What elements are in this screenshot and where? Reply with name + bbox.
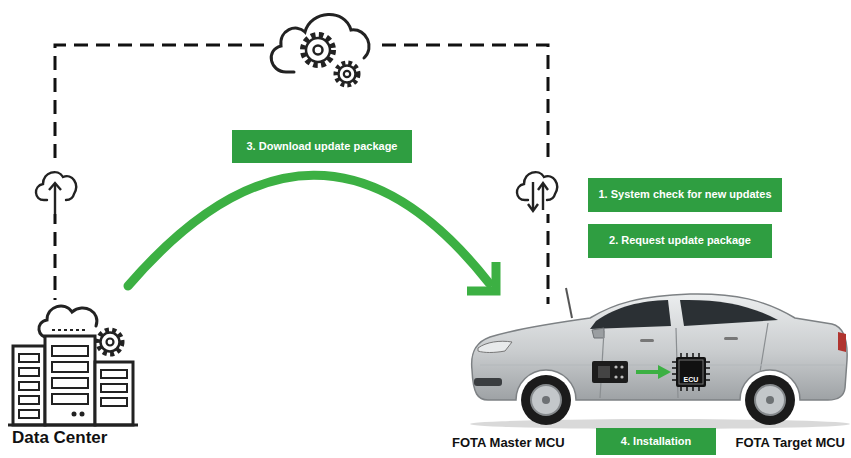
master-mcu-board-part bbox=[620, 375, 623, 378]
step-text: 1. System check for new updates bbox=[598, 188, 771, 201]
data-center-icon-part bbox=[101, 333, 120, 352]
car-illustration-part bbox=[838, 332, 846, 352]
site-label-box: Data Center bbox=[12, 428, 107, 448]
part-label-box: FOTA Target MCU bbox=[735, 433, 845, 451]
transfer-arrow-part bbox=[636, 370, 660, 374]
car-illustration-part bbox=[724, 337, 738, 340]
data-center-icon-part bbox=[19, 368, 39, 376]
data-center-icon-part bbox=[19, 410, 39, 418]
data-center-icon-part bbox=[19, 396, 39, 404]
cloud-sync-icon-part bbox=[538, 183, 548, 190]
cloud-upload-icon bbox=[33, 164, 79, 214]
data-center-icon-part bbox=[8, 424, 138, 427]
cloud-gears-icon bbox=[266, 0, 378, 96]
cloud-gears-icon-part bbox=[271, 14, 369, 72]
cloud-sync-icon-part bbox=[528, 204, 538, 211]
master-mcu-board-part bbox=[614, 375, 617, 378]
download-arrow-part bbox=[128, 175, 489, 286]
data-center-icon-part bbox=[95, 362, 133, 425]
car-illustration-part bbox=[478, 341, 512, 352]
transfer-arrow bbox=[636, 365, 671, 379]
data-center-icon-part bbox=[45, 336, 95, 425]
data-center-icon-part bbox=[19, 354, 39, 362]
car-illustration-part bbox=[566, 288, 572, 318]
master-mcu-board-part bbox=[620, 365, 623, 368]
car-illustration-part bbox=[766, 396, 774, 404]
master-mcu-board-part bbox=[592, 361, 628, 383]
chip-label: ECU bbox=[684, 376, 699, 384]
car-illustration-part bbox=[542, 396, 550, 404]
step-text: 3. Download update package bbox=[247, 140, 398, 153]
car-illustration-part bbox=[521, 375, 571, 425]
car-illustration-part bbox=[531, 385, 561, 415]
step-box: 1. System check for new updates bbox=[588, 178, 782, 212]
cloud-gears-icon-part bbox=[314, 46, 323, 55]
step-text: 2. Request update package bbox=[609, 234, 751, 247]
car-illustration-part bbox=[590, 300, 671, 329]
data-center-icon-part bbox=[101, 384, 127, 392]
transfer-arrow-part bbox=[658, 365, 671, 379]
car-illustration-part bbox=[640, 339, 654, 342]
car-illustration-part bbox=[755, 385, 785, 415]
cloud-sync-icon-part bbox=[542, 184, 544, 210]
data-center-icon-part bbox=[107, 339, 114, 346]
master-mcu-board bbox=[592, 361, 628, 383]
cloud-sync-icon bbox=[516, 164, 566, 214]
data-center-icon-part bbox=[13, 346, 45, 425]
cloud-sync-icon-part bbox=[532, 182, 534, 210]
step-box: 4. Installation bbox=[596, 428, 716, 455]
master-mcu-board-part bbox=[598, 366, 610, 378]
chip-label-box: ECU bbox=[684, 368, 699, 386]
step-box: 2. Request update package bbox=[588, 224, 772, 258]
car-illustration-part bbox=[745, 375, 795, 425]
site-label: Data Center bbox=[12, 428, 107, 448]
data-center-icon-part bbox=[39, 306, 97, 338]
cloud-sync-icon-part bbox=[516, 164, 566, 214]
step-box: 3. Download update package bbox=[232, 130, 412, 163]
cloud-upload-icon-part bbox=[49, 183, 61, 190]
car-illustration-part bbox=[474, 378, 502, 386]
cloud-gears-icon-part bbox=[266, 0, 378, 96]
data-center-icon-part bbox=[19, 382, 39, 390]
data-center-icon bbox=[8, 300, 138, 428]
download-arrow-part bbox=[467, 262, 496, 291]
cloud-upload-icon-part bbox=[54, 184, 56, 214]
cloud-gears-icon-part bbox=[336, 63, 358, 85]
car-illustration-part bbox=[680, 300, 778, 326]
cloud-upload-icon-part bbox=[33, 164, 79, 214]
cloud-gears-icon-part bbox=[303, 35, 333, 65]
data-center-icon-part bbox=[101, 370, 127, 378]
car-illustration-part bbox=[480, 365, 845, 366]
data-center-icon-part bbox=[98, 330, 122, 354]
data-center-icon-part bbox=[80, 412, 85, 417]
master-mcu-board-part bbox=[614, 365, 617, 368]
ecu-chip bbox=[672, 353, 710, 391]
cloud-gears-icon-part bbox=[306, 38, 330, 62]
data-center-icon-part bbox=[52, 346, 88, 356]
car-illustration bbox=[470, 288, 850, 429]
data-center-icon-part bbox=[101, 398, 127, 406]
data-center-icon-part bbox=[52, 378, 88, 388]
download-arrow bbox=[128, 175, 496, 291]
part-label: FOTA Target MCU bbox=[735, 436, 845, 451]
data-center-icon-part bbox=[52, 329, 86, 331]
data-center-icon-part bbox=[52, 362, 88, 372]
part-label: FOTA Master MCU bbox=[452, 436, 565, 451]
part-label-box: FOTA Master MCU bbox=[452, 433, 565, 451]
car-illustration-part bbox=[592, 328, 604, 338]
cloud-gears-icon-part bbox=[339, 66, 356, 83]
data-center-icon-part bbox=[72, 412, 77, 417]
cloud-sync-icon-part bbox=[517, 172, 557, 200]
step-text: 4. Installation bbox=[621, 435, 691, 448]
data-center-icon-part bbox=[10, 300, 138, 428]
ecu-chip-part bbox=[679, 360, 703, 384]
ecu-chip-part bbox=[676, 357, 706, 387]
data-center-icon-part bbox=[52, 394, 88, 404]
cloud-gears-icon-part bbox=[344, 71, 350, 77]
